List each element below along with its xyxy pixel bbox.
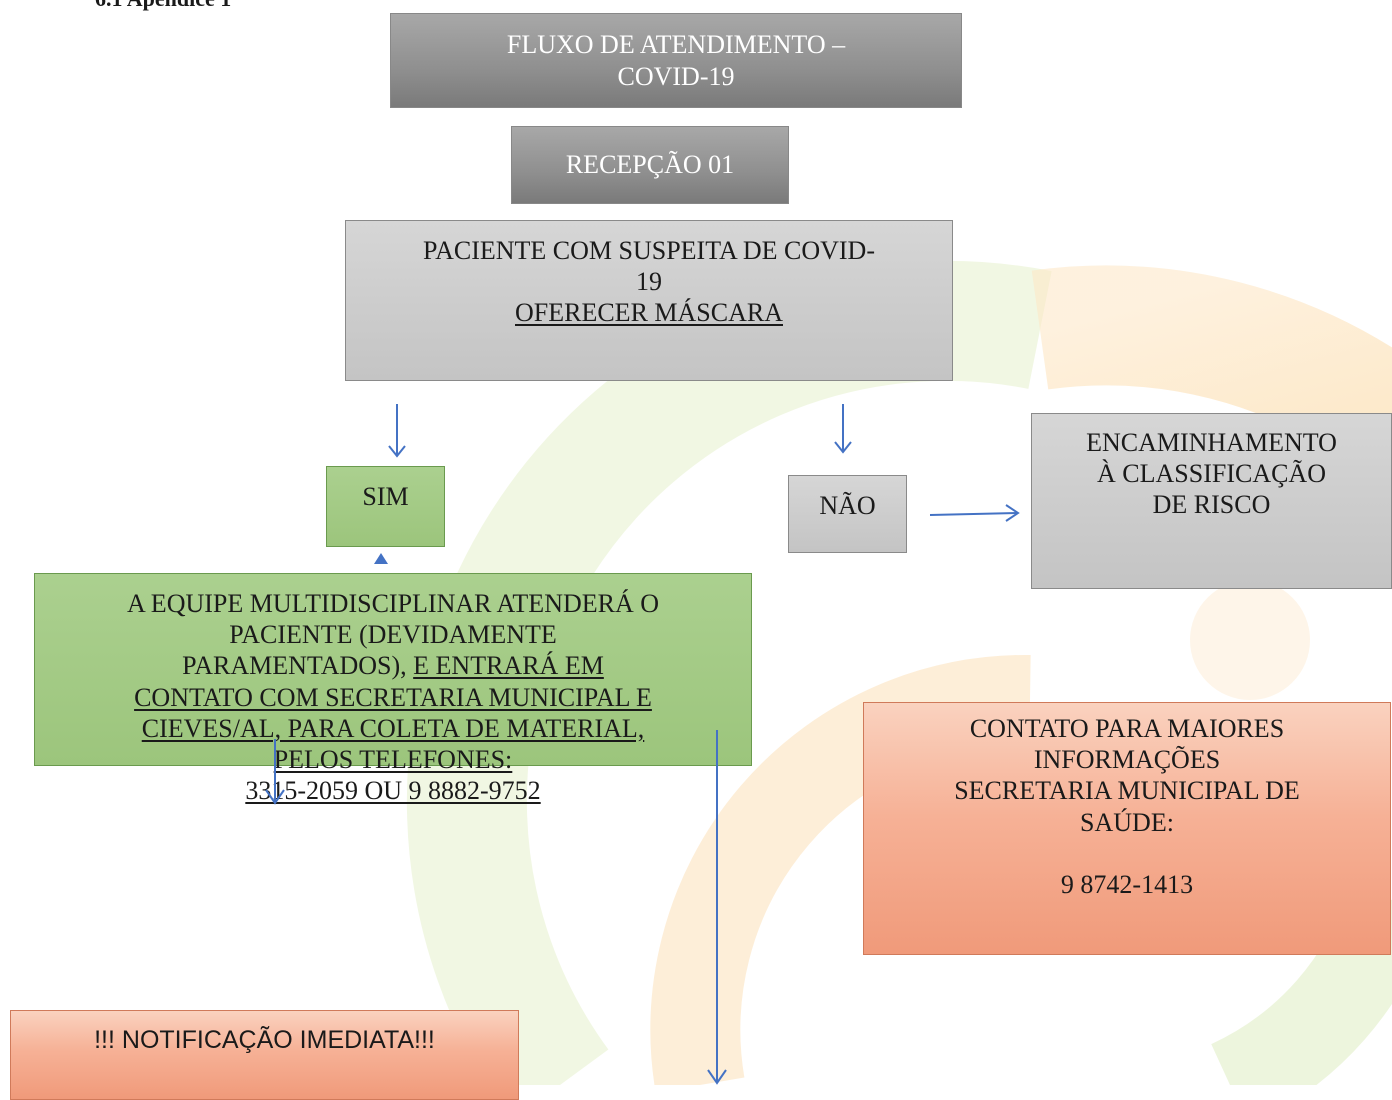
reception-box: RECEPÇÃO 01 (511, 126, 789, 204)
risk-classification-box: ENCAMINHAMENTO À CLASSIFICAÇÃO DE RISCO (1031, 413, 1392, 589)
contact-info-box: CONTATO PARA MAIORES INFORMAÇÕES SECRETA… (863, 702, 1391, 955)
contact-line-4: SAÚDE: (1080, 807, 1174, 837)
suspect-line-2: 19 (636, 267, 662, 297)
team-phone-numbers: 3315-2059 OU 9 8882-9752 (245, 776, 541, 806)
no-label: NÃO (819, 491, 876, 520)
team-line-6: PELOS TELEFONES: (273, 744, 513, 774)
referral-line-2: À CLASSIFICAÇÃO (1097, 459, 1326, 489)
contact-phone-number: 9 8742-1413 (1060, 869, 1194, 899)
section-heading: 6.1 Apêndice 1 (95, 0, 231, 12)
arrow-to-risk-classification-head (1005, 504, 1020, 522)
contact-line-1: CONTATO PARA MAIORES (969, 714, 1285, 743)
team-line-3: PARAMENTADOS), E ENTRARÁ EM (182, 650, 604, 681)
yes-box: SIM (326, 466, 445, 547)
team-line-2: PACIENTE (DEVIDAMENTE (229, 620, 557, 650)
multidisciplinary-team-box: A EQUIPE MULTIDISCIPLINAR ATENDERÁ O PAC… (34, 573, 752, 805)
offer-mask-instruction: OFERECER MÁSCARA (515, 298, 783, 328)
team-line-4: CONTATO COM SECRETARIA MUNICIPAL E (134, 682, 652, 712)
team-line-3-plain: PARAMENTADOS), (182, 651, 414, 681)
flow-title-box: FLUXO DE ATENDIMENTO – COVID-19 (390, 13, 962, 108)
arrow-downward-right-head (707, 1069, 727, 1085)
arrow-to-risk-classification (929, 512, 1019, 516)
suspect-line-1: PACIENTE COM SUSPEITA DE COVID- (423, 236, 875, 265)
arrow-to-team-head (374, 553, 388, 564)
notification-label: !!! NOTIFICAÇÃO IMEDIATA!!! (94, 1026, 435, 1054)
arrow-to-no-head (834, 441, 852, 454)
team-line-5: CIEVES/AL, PARA COLETA DE MATERIAL, (141, 713, 645, 743)
no-box: NÃO (788, 475, 907, 553)
contact-line-2: INFORMAÇÕES (1033, 745, 1221, 775)
suspect-patient-box: PACIENTE COM SUSPEITA DE COVID- 19 OFERE… (345, 220, 953, 381)
contact-line-3: SECRETARIA MUNICIPAL DE (954, 776, 1300, 806)
arrow-to-yes-head (388, 445, 406, 458)
yes-label: SIM (362, 482, 409, 511)
referral-line-1: ENCAMINHAMENTO (1086, 428, 1337, 457)
referral-line-3: DE RISCO (1152, 490, 1271, 520)
flow-title-line-1: FLUXO DE ATENDIMENTO – (506, 30, 846, 60)
reception-label: RECEPÇÃO 01 (565, 150, 735, 180)
team-line-3-underlined: E ENTRARÁ EM (413, 651, 604, 681)
arrow-to-notification-head (265, 789, 285, 805)
flow-title-line-2: COVID-19 (617, 61, 735, 91)
team-line-1: A EQUIPE MULTIDISCIPLINAR ATENDERÁ O (126, 589, 660, 618)
